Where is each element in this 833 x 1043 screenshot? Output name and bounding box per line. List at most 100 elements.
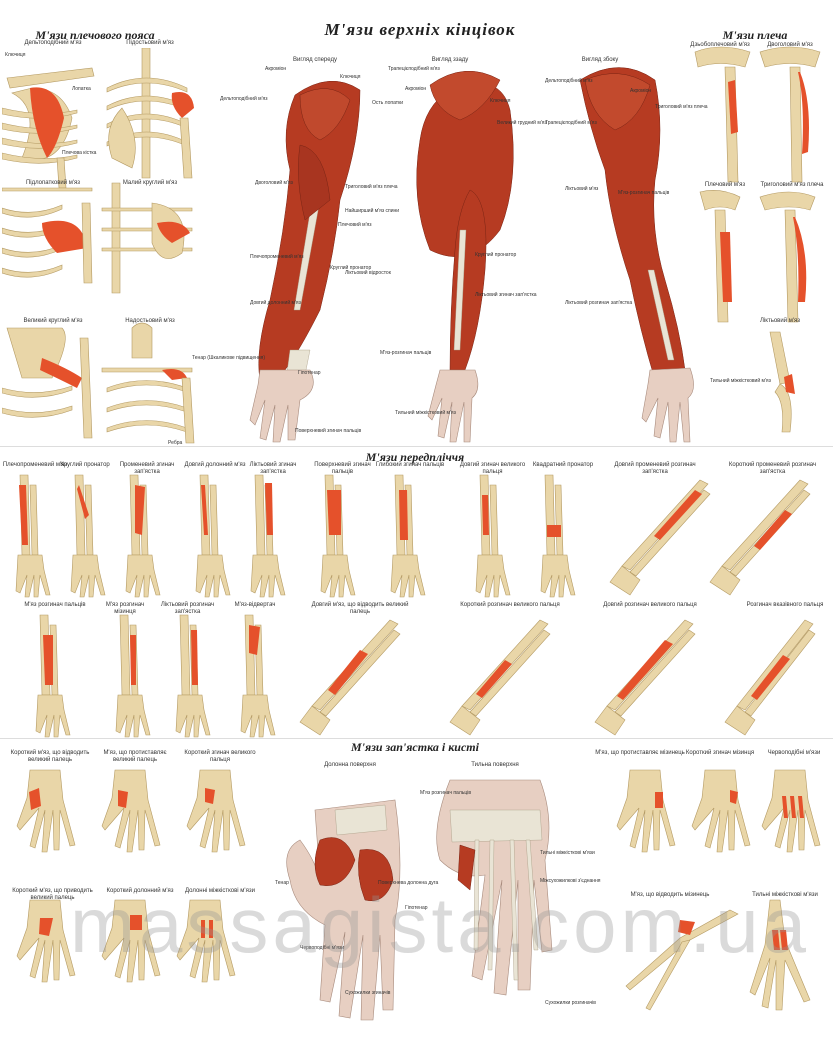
back-label-clavicle: Ключиця xyxy=(490,98,511,104)
view-side-caption: Вигляд збоку xyxy=(581,57,619,63)
hand-skeletons-right xyxy=(616,769,821,1011)
hand-cap-7: Короткий згинач мізинця xyxy=(685,750,755,756)
hand-skeletons-left xyxy=(16,769,246,983)
girdle-figures xyxy=(2,48,195,444)
watermark-text: massagista.com.ua xyxy=(70,881,810,969)
back-label-olecranon: Ліктьовий відросток xyxy=(345,270,391,276)
infraspinatus-figure xyxy=(106,48,194,179)
forearm2-cap-1: М'яз розгинач пальців xyxy=(24,602,86,608)
front-label-flexor: Поверхневий згинач пальців xyxy=(295,428,362,434)
dorsum-label-extensor: М'яз розгинач пальців xyxy=(420,790,471,796)
forearm-row1-figures xyxy=(15,474,811,598)
hand2-cap-4: М'яз, що відводить мізинець xyxy=(630,892,710,898)
palm-label-lumbricals: Червоподібні м'язи xyxy=(300,945,344,951)
dorsum-label-juncturae: Міжсухожилкові з'єднання xyxy=(540,878,601,884)
hand-cap-6: М'яз, що протиставляє мізинець xyxy=(595,750,685,756)
back-label-spine: Ость лопатки xyxy=(372,100,404,106)
teres-major-figure xyxy=(2,327,93,439)
back-label-trapezius: Трапецієподібний м'яз xyxy=(388,66,440,72)
front-label-clavicle: Ключиця xyxy=(340,74,361,80)
forearm-row2 xyxy=(35,614,816,738)
side-label-ext-carpi: Ліктьовий розгинач зап'ястка xyxy=(565,300,633,306)
brachialis-figure xyxy=(699,190,741,323)
forearm-cap-8: Довгий згинач великого пальця xyxy=(459,462,526,475)
forearm2-cap-5: Довгий м'яз, що відводить великий палець xyxy=(311,602,409,615)
girdle-cap-2: Підостьовий м'яз xyxy=(126,40,174,46)
front-label-brachialis: Плечовий м'яз xyxy=(338,222,372,228)
deltoid-figure xyxy=(2,67,95,189)
section-shoulder: М'язи плеча xyxy=(722,28,788,42)
front-label-biceps: Двоголовий м'яз xyxy=(255,180,293,186)
shoulder-cap-1: Дзьобоплечовий м'яз xyxy=(690,42,750,48)
back-label-acromion: Акроміон xyxy=(405,86,427,92)
palm-label-tendons: Сухожилки згиначів xyxy=(345,990,391,996)
arm-back-view xyxy=(416,70,514,443)
back-label-pectoralis: Великий грудний м'яз xyxy=(497,120,547,126)
forearm-cap-9: Квадратний пронатор xyxy=(532,462,594,468)
girdle-cap-1: Дельтоподібний м'яз xyxy=(24,40,82,46)
forearm2-cap-4: М'яз-відвертач xyxy=(234,602,276,608)
hand-cap-3: Короткий згинач великого пальця xyxy=(184,750,256,763)
anconeus-figure xyxy=(769,331,795,433)
side-label-interosseous: Тильний міжкістковий м'яз xyxy=(710,378,771,384)
hand-figures xyxy=(16,769,821,1021)
dorsum-label-tendons: Сухожилки розгиначів xyxy=(545,1000,596,1006)
girdle-cap-6: Надостьовий м'яз xyxy=(125,318,175,324)
hand2-cap-2: Короткий долонний м'яз xyxy=(106,888,174,894)
arm-front-view xyxy=(249,80,361,443)
back-label-triceps: Триголовий м'яз плеча xyxy=(345,184,398,190)
hand2-cap-5: Тильні міжкісткові м'язи xyxy=(752,892,818,898)
back-label-pronator: Круглий пронатор xyxy=(475,252,517,258)
palm-label-thenar: Тенар xyxy=(275,880,289,886)
forearm-cap-4: Довгий долонний м'яз xyxy=(184,462,246,468)
back-label-extensor: М'яз-розгинач пальців xyxy=(380,350,432,356)
hand2-cap-3: Долонні міжкісткові м'язи xyxy=(185,888,255,894)
teres-minor-figure xyxy=(101,182,193,294)
label-scapula: Лопатка xyxy=(72,86,91,92)
shoulder-cap-4: Триголовий м'яз плеча xyxy=(760,182,824,188)
palm-label-arch: Поверхнева долонна дуга xyxy=(378,880,439,886)
supraspinatus-figure xyxy=(101,322,195,444)
forearm-cap-2: Круглий пронатор xyxy=(60,462,110,468)
forearm2-cap-6: Короткий розгинач великого пальця xyxy=(460,602,560,608)
forearm-cap-5: Ліктьовий згинач зап'ястка xyxy=(249,462,297,475)
section-forearm: М'язи передпліччя xyxy=(365,450,465,464)
forearm-cap-7: Глибокий згинач пальців xyxy=(375,462,445,468)
forearm2-cap-8: Розгинач вказівного пальця xyxy=(746,602,824,608)
label-humerus: Плечова кістка xyxy=(62,150,97,156)
side-label-acromion: Акроміон xyxy=(630,88,652,94)
section-shoulder-girdle: М'язи плечового пояса xyxy=(35,28,155,42)
palmar-surface xyxy=(286,799,401,1021)
dorsal-surface xyxy=(436,779,553,996)
front-label-hypothenar: Гіпотенар xyxy=(298,370,321,376)
arm-side-view xyxy=(579,67,694,443)
view-front-caption: Вигляд спереду xyxy=(293,57,337,63)
biceps-figure xyxy=(759,46,821,183)
hand-cap-2: М'яз, що протиставляє великий палець xyxy=(103,750,167,763)
front-label-brachioradialis: Плечопроменевий м'яз xyxy=(250,254,304,260)
coracobrachialis-figure xyxy=(694,46,751,183)
side-label-trapezius: Трапецієподібний м'яз xyxy=(545,120,597,126)
dorsum-label-interosseous: Тильні міжкісткові м'язи xyxy=(540,850,595,856)
poster-title: М'язи верхніх кінцівок xyxy=(324,20,516,39)
shoulder-cap-2: Двоголовий м'яз xyxy=(767,42,813,48)
divider-1 xyxy=(0,446,833,447)
forearm-cap-10: Довгий променевий розгинач зап'ястка xyxy=(614,462,696,475)
forearm2-cap-7: Довгий розгинач великого пальця xyxy=(603,602,697,608)
side-label-anconeus: Ліктьовий м'яз xyxy=(565,186,599,192)
forearm-cap-11: Короткий променевий розгинач зап'ястка xyxy=(728,462,817,475)
side-label-triceps: Триголовий м'яз плеча xyxy=(655,104,708,110)
shoulder-cap-5: Ліктьовий м'яз xyxy=(759,318,800,324)
hand-cap-5: Тильна поверхня xyxy=(471,762,519,768)
hand-cap-1: Короткий м'яз, що відводить великий пале… xyxy=(10,750,90,763)
forearm-row1 xyxy=(15,474,811,598)
side-label-deltoid: Дельтоподібний м'яз xyxy=(545,78,593,84)
back-label-interosseous: Тильний міжкістковий м'яз xyxy=(395,410,456,416)
front-label-acromion: Акроміон xyxy=(265,66,287,72)
subscapularis-figure xyxy=(2,187,93,284)
front-label-deltoid: Дельтоподібний м'яз xyxy=(220,96,268,102)
forearm-row2-figures xyxy=(35,614,816,738)
main-arm-views xyxy=(249,67,694,443)
label-clavicle: Ключиця xyxy=(5,52,26,58)
